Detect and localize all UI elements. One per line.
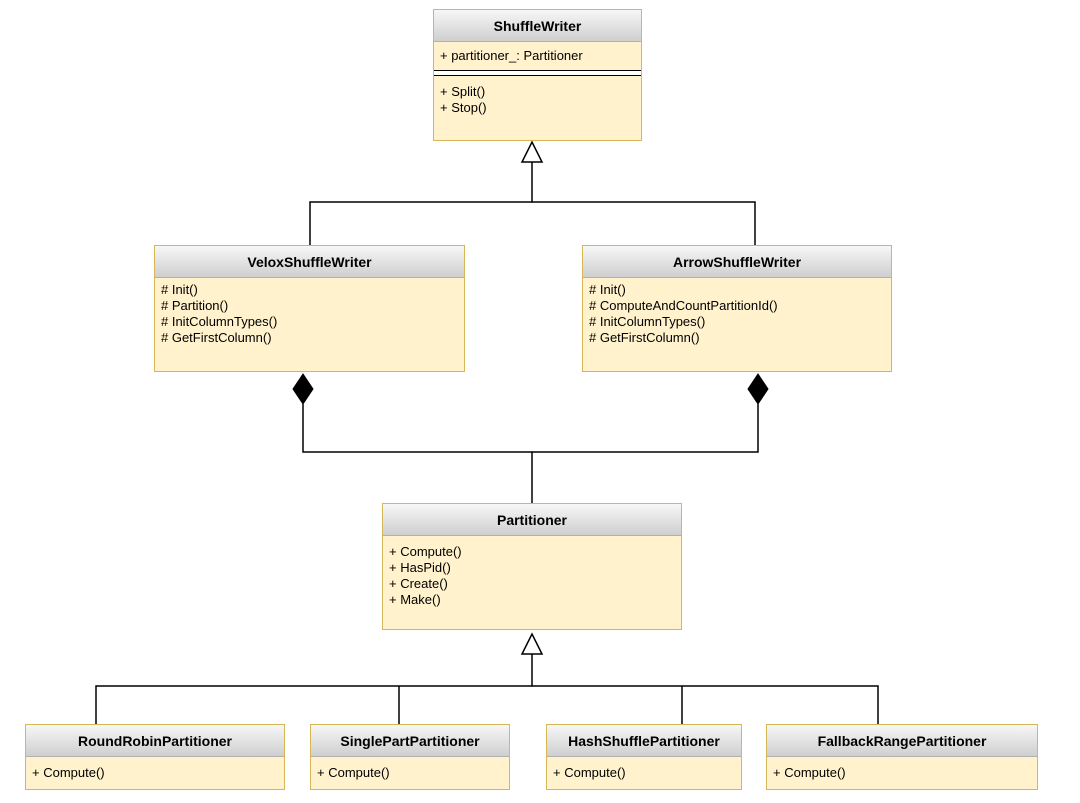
class-fallbackrangepartitioner[interactable]: FallbackRangePartitioner + Compute() [766, 724, 1038, 790]
composition-line-arrow [532, 404, 759, 453]
class-roundrobinpartitioner[interactable]: RoundRobinPartitioner + Compute() [25, 724, 285, 790]
method: + Compute() [553, 765, 626, 780]
class-name: ShuffleWriter [434, 10, 641, 42]
inheritance-line-arrow [532, 201, 756, 246]
composition-diamond-arrow [747, 373, 769, 405]
class-name: VeloxShuffleWriter [155, 246, 464, 278]
composition-line-velox [302, 404, 533, 504]
method: # Init() [589, 282, 626, 297]
method-list: + Compute() [311, 757, 509, 785]
inheritance-line-roundrobin [95, 654, 533, 724]
class-partitioner[interactable]: Partitioner + Compute() + HasPid() + Cre… [382, 503, 682, 630]
inheritance-line-fallback [532, 685, 879, 724]
composition-diamond-velox [292, 373, 314, 405]
inheritance-line-velox [309, 162, 533, 246]
method: + Split() [440, 84, 486, 99]
method: + Compute() [773, 765, 846, 780]
section-divider [434, 70, 641, 76]
method: + Create() [389, 576, 448, 591]
method: + Compute() [32, 765, 105, 780]
class-veloxshufflewriter[interactable]: VeloxShuffleWriter # Init() # Partition(… [154, 245, 465, 372]
method-list: + Compute() + HasPid() + Create() + Make… [383, 536, 681, 612]
method: # ComputeAndCountPartitionId() [589, 298, 778, 313]
class-name: Partitioner [383, 504, 681, 536]
method-list: + Compute() [26, 757, 284, 785]
method: # InitColumnTypes() [589, 314, 706, 329]
class-name: RoundRobinPartitioner [26, 725, 284, 757]
method: + Compute() [389, 544, 462, 559]
class-hashshufflepartitioner[interactable]: HashShufflePartitioner + Compute() [546, 724, 742, 790]
method: + Stop() [440, 100, 487, 115]
method: + HasPid() [389, 560, 451, 575]
method: # GetFirstColumn() [161, 330, 272, 345]
class-singlepartpartitioner[interactable]: SinglePartPartitioner + Compute() [310, 724, 510, 790]
attribute-list: + partitioner_: Partitioner [434, 42, 641, 70]
class-name: FallbackRangePartitioner [767, 725, 1037, 757]
class-arrowshufflewriter[interactable]: ArrowShuffleWriter # Init() # ComputeAnd… [582, 245, 892, 372]
class-name: ArrowShuffleWriter [583, 246, 891, 278]
method-list: + Compute() [767, 757, 1037, 785]
class-name: HashShufflePartitioner [547, 725, 741, 757]
method: + Compute() [317, 765, 390, 780]
method-list: # Init() # Partition() # InitColumnTypes… [155, 278, 464, 350]
class-shufflewriter[interactable]: ShuffleWriter + partitioner_: Partitione… [433, 9, 642, 141]
method-list: # Init() # ComputeAndCountPartitionId() … [583, 278, 891, 350]
method-list: + Split() + Stop() [434, 76, 641, 120]
method: # GetFirstColumn() [589, 330, 700, 345]
method: # Partition() [161, 298, 229, 313]
method: # Init() [161, 282, 198, 297]
inheritance-arrowhead-partitioner [520, 632, 544, 655]
method: + Make() [389, 592, 441, 607]
method-list: + Compute() [547, 757, 741, 785]
attribute: + partitioner_: Partitioner [440, 48, 583, 63]
class-name: SinglePartPartitioner [311, 725, 509, 757]
inheritance-arrowhead-shufflewriter [520, 140, 544, 163]
method: # InitColumnTypes() [161, 314, 278, 329]
